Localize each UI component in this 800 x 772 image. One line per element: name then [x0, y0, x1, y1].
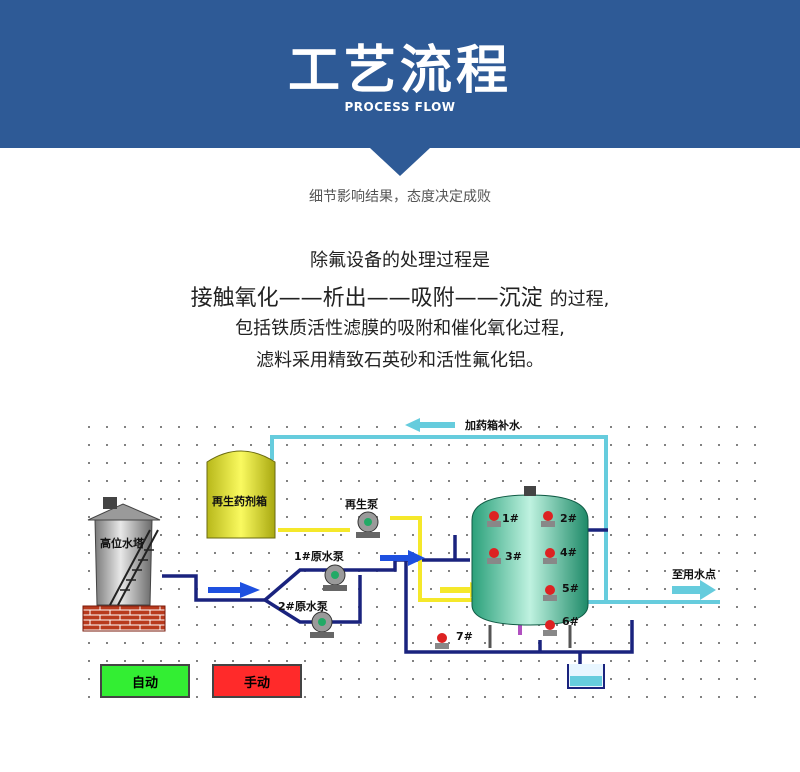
- description-line-2: 接触氧化——析出——吸附——沉淀 的过程,: [0, 280, 800, 312]
- valve-2-label: 2#: [560, 512, 577, 525]
- raw-pump-2[interactable]: 2#原水泵: [278, 599, 334, 638]
- valve-1-label: 1#: [502, 512, 519, 525]
- regen-tank-label: 再生药剂箱: [212, 494, 267, 508]
- flow-arrow-1: [208, 582, 260, 598]
- valve-7[interactable]: 7#: [435, 630, 473, 649]
- valve-3-label: 3#: [505, 550, 522, 563]
- raw-pump-1-label: 1#原水泵: [294, 549, 344, 563]
- valve-7-label: 7#: [456, 630, 473, 643]
- valve-5-label: 5#: [562, 582, 579, 595]
- manual-mode-button[interactable]: 手动: [212, 664, 302, 698]
- regen-pump[interactable]: 再生泵: [345, 497, 380, 538]
- drain-basin: [567, 664, 605, 689]
- process-stages-text: 接触氧化——析出——吸附——沉淀: [190, 286, 543, 311]
- raw-pump-2-label: 2#原水泵: [278, 599, 328, 613]
- valve-5[interactable]: 5#: [543, 582, 579, 601]
- description-line-1: 除氟设备的处理过程是: [310, 250, 490, 271]
- regen-pump-label: 再生泵: [345, 497, 378, 511]
- high-tower-label: 高位水塔: [100, 536, 145, 550]
- filter-tank: [471, 486, 589, 648]
- raw-pump-1[interactable]: 1#原水泵: [294, 549, 347, 591]
- high-water-tower: 高位水塔: [82, 497, 166, 632]
- valve-6-label: 6#: [562, 615, 579, 628]
- valve-6[interactable]: 6#: [543, 615, 579, 636]
- valve-4[interactable]: 4#: [543, 546, 577, 564]
- regen-chemical-tank: 再生药剂箱: [206, 450, 276, 539]
- to-use-point-label: 至用水点: [672, 567, 716, 581]
- to-use-arrow: [672, 580, 716, 600]
- dosing-refill-label: 加药箱补水: [464, 418, 521, 432]
- auto-mode-button[interactable]: 自动: [100, 664, 190, 698]
- dosing-refill-arrow: [405, 418, 455, 432]
- valve-1[interactable]: 1#: [487, 511, 519, 527]
- description-line-4: 滤料采用精致石英砂和活性氟化铝。: [256, 350, 544, 371]
- valve-3[interactable]: 3#: [487, 548, 522, 564]
- header-banner: [0, 0, 800, 148]
- page-title: 工艺流程: [287, 41, 512, 101]
- page-subtitle: PROCESS FLOW: [344, 100, 456, 114]
- flow-arrow-2: [380, 550, 425, 566]
- motto-text: 细节影响结果，态度决定成败: [309, 189, 491, 205]
- banner-notch: [370, 148, 430, 176]
- valve-4-label: 4#: [560, 546, 577, 559]
- description-line-3: 包括铁质活性滤膜的吸附和催化氧化过程,: [235, 318, 565, 339]
- process-stages-tail: 的过程,: [549, 289, 610, 310]
- valve-2[interactable]: 2#: [541, 511, 577, 527]
